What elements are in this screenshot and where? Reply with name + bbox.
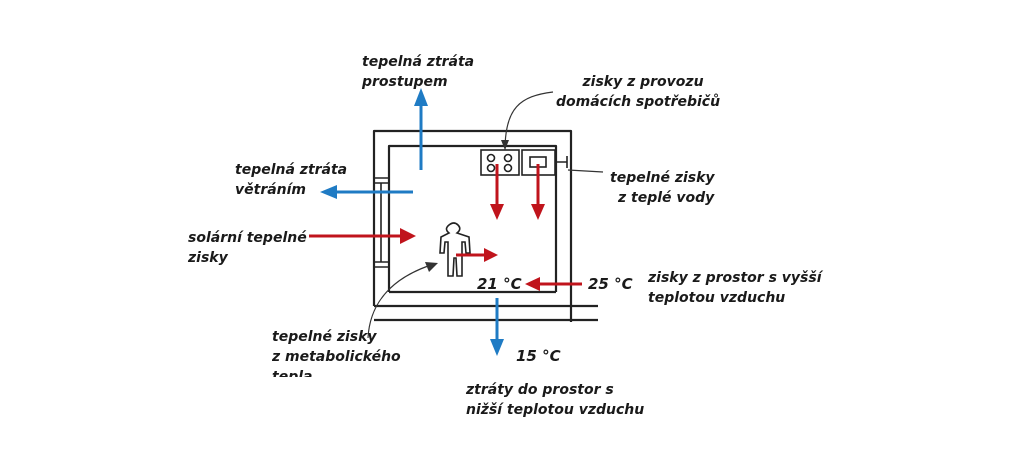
window-left-upper	[374, 177, 389, 184]
temp-cold-neighbor: 15 °C	[516, 347, 561, 365]
leader-lines	[367, 91, 604, 339]
gain-arrows	[309, 164, 582, 291]
label-cold-space-loss: ztráty do prostor s nižší teplotou vzduc…	[466, 382, 645, 418]
label-hot-water-gain: tepelné zisky z teplé vody	[610, 170, 715, 206]
temp-warm-neighbor: 25 °C	[588, 275, 633, 293]
stove-appliance	[480, 149, 520, 176]
loss-arrows	[320, 88, 504, 356]
window-left-lower	[374, 261, 389, 268]
label-transmission-loss: tepelná ztráta prostupem	[362, 54, 475, 90]
label-warm-space-gain: zisky z prostor s vyšší teplotou vzduchu	[648, 270, 822, 306]
outer-wall-left-top	[372, 129, 573, 306]
label-metabolic-gain: tepelné zisky z metabolického tepla	[272, 329, 401, 377]
room-walls	[372, 129, 598, 322]
inner-wall-left-top	[387, 144, 558, 292]
temp-inside: 21 °C	[477, 275, 522, 293]
label-ventilation-loss: tepelná ztráta větráním	[235, 162, 348, 198]
water-heater	[521, 149, 568, 176]
label-appliance-gain: zisky z provozu domácích spotřebičů	[556, 74, 721, 110]
person-figure	[439, 222, 471, 277]
label-solar-gain: solární tepelné zisky	[188, 230, 307, 266]
